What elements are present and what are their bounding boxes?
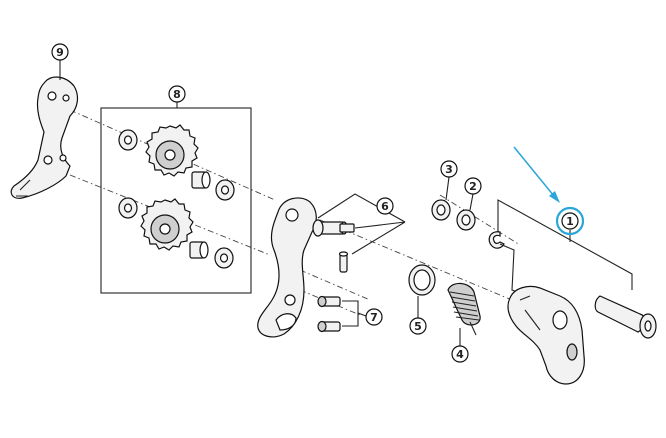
callout-1: 1 <box>555 206 585 236</box>
callout-5: 5 <box>409 317 427 335</box>
part-1-c-clip <box>488 231 505 249</box>
callout-5-label: 5 <box>414 320 422 333</box>
highlight-arrow <box>513 146 560 203</box>
part-3-washer <box>431 176 451 221</box>
callout-9-label: 9 <box>56 46 64 59</box>
callout-1-highlight-ring <box>555 206 585 236</box>
callout-9: 9 <box>51 43 69 80</box>
part-6-axle <box>312 219 355 273</box>
callout-8-label: 8 <box>173 88 181 101</box>
part-7-bolts <box>317 295 341 333</box>
part-8-pulleys <box>118 124 235 269</box>
callout-2: 2 <box>464 177 482 195</box>
callout-3-label: 3 <box>445 163 453 176</box>
callout-7: 7 <box>365 308 383 326</box>
callout-7-label: 7 <box>370 311 378 324</box>
part-8-group-box <box>100 107 252 294</box>
part-5-ring <box>408 264 436 318</box>
part-cage-plate <box>257 197 317 338</box>
callout-8: 8 <box>168 85 186 108</box>
part-2-washer <box>456 193 476 231</box>
part-1-bolt <box>594 295 657 339</box>
callout-2-label: 2 <box>469 180 477 193</box>
callout-4-label: 4 <box>456 348 464 361</box>
callout-6: 6 <box>376 197 394 215</box>
callout-3: 3 <box>440 160 458 178</box>
callout-6-label: 6 <box>381 200 389 213</box>
part-7-bracket-lines <box>342 300 367 327</box>
callout-1-label: 1 <box>566 215 574 228</box>
callout-4: 4 <box>451 345 469 363</box>
part-4-spring <box>447 282 481 346</box>
part-1-knuckle <box>507 285 585 385</box>
part-9-bracket <box>10 76 79 199</box>
